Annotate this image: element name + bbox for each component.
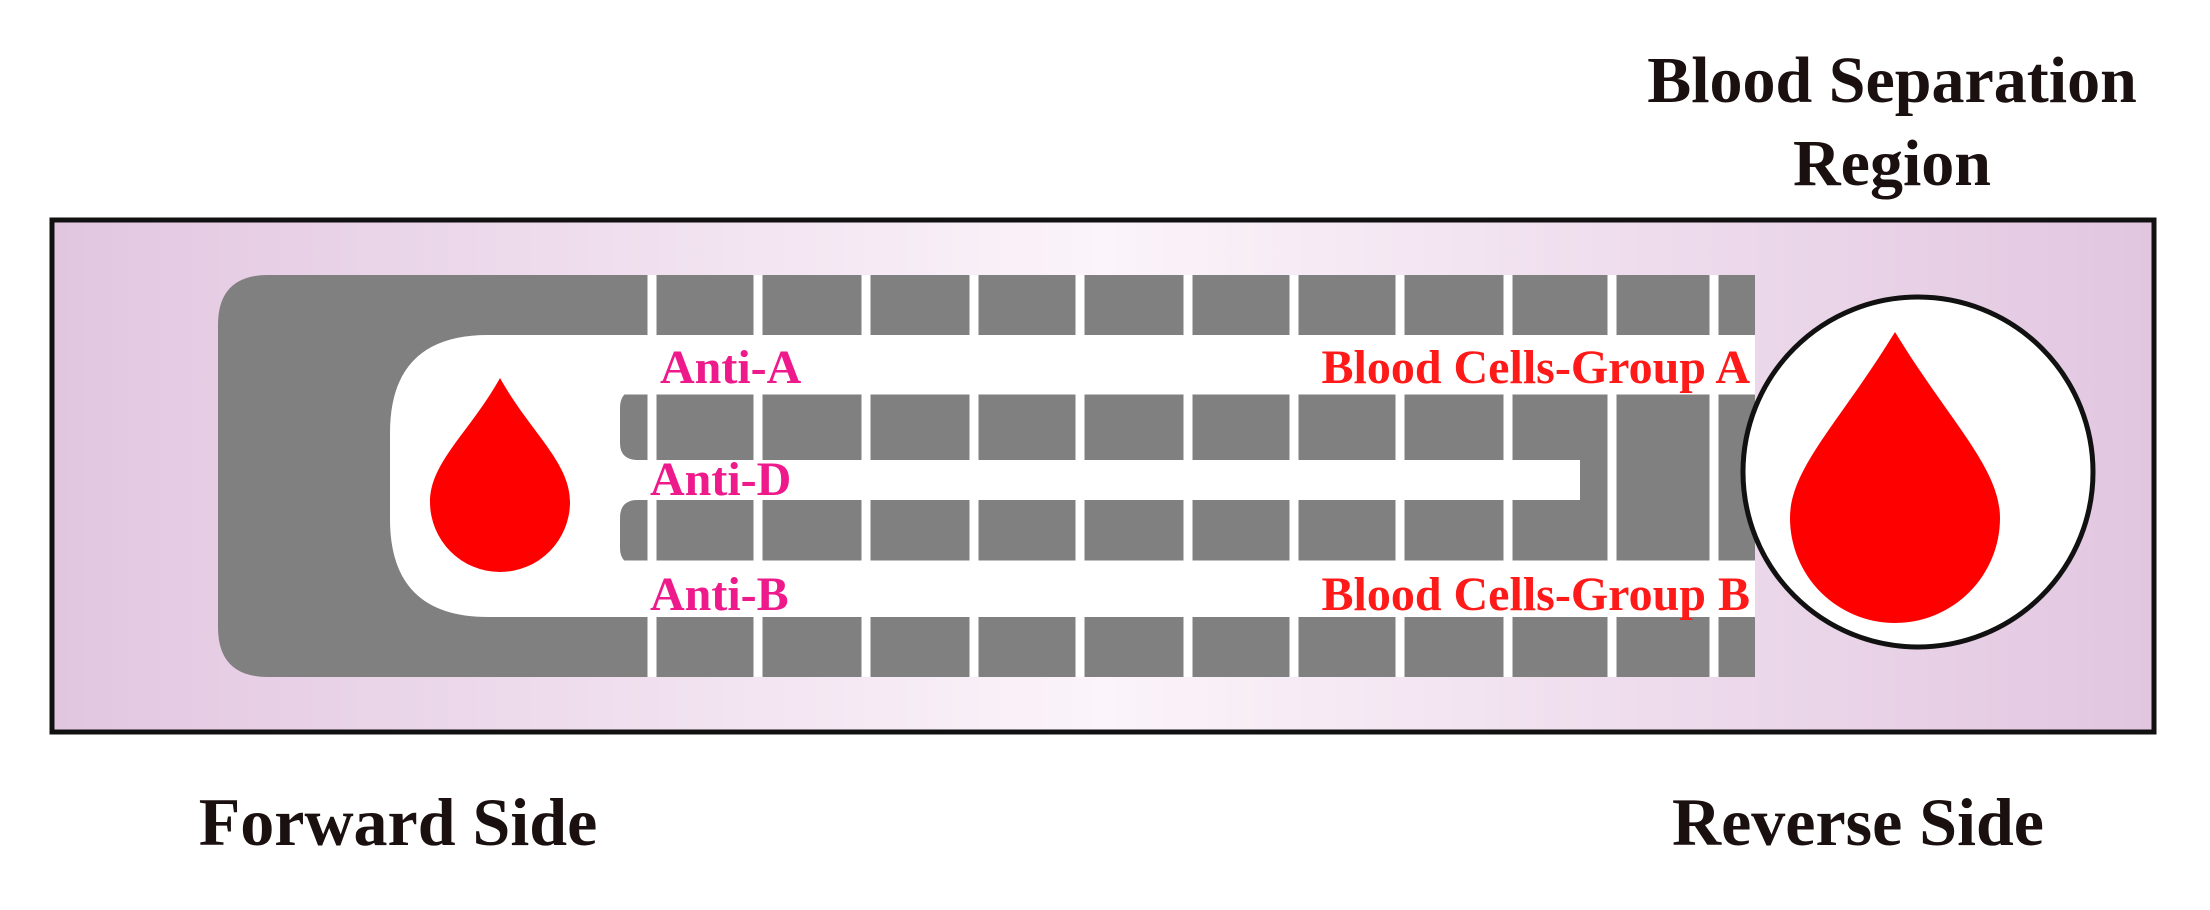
blood-cells-group-a-label: Blood Cells-Group A <box>1321 341 1750 394</box>
anti-d-label: Anti-D <box>650 453 791 506</box>
title-line-2: Region <box>1793 127 1991 200</box>
anti-b-label: Anti-B <box>650 568 789 621</box>
sample-blood-drop-icon <box>430 378 570 572</box>
forward-side-label: Forward Side <box>199 784 598 860</box>
sample-channel <box>390 335 1755 617</box>
title-line-1: Blood Separation <box>1647 44 2137 117</box>
reverse-side-label: Reverse Side <box>1672 784 2044 860</box>
blood-cells-group-b-label: Blood Cells-Group B <box>1321 568 1750 621</box>
separation-blood-drop-icon <box>1790 332 2000 623</box>
anti-a-label: Anti-A <box>660 341 802 394</box>
